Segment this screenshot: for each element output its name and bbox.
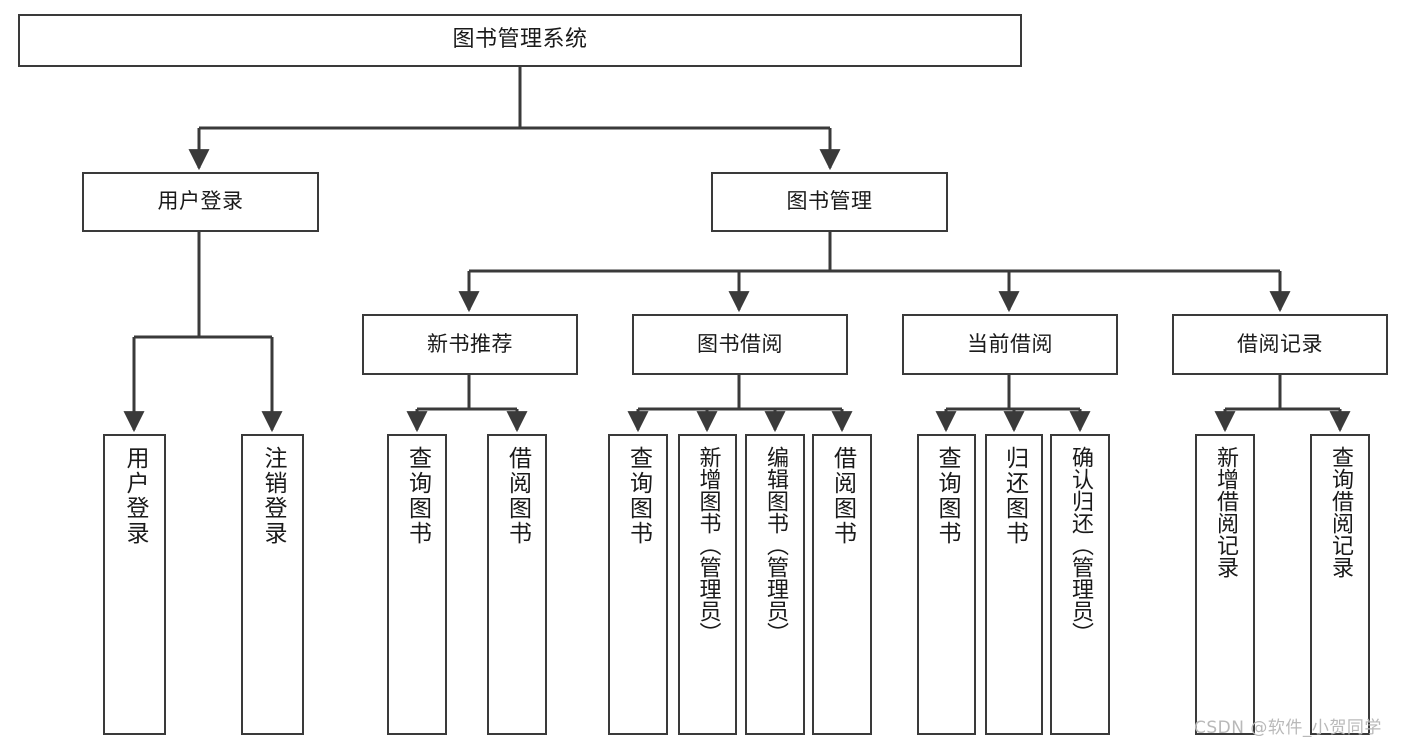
leaf-confirm-return-admin[interactable]: 确认归还（管理员）	[1050, 434, 1110, 735]
leaf-return-book-label: 归还图书	[1001, 446, 1028, 546]
node-root-label: 图书管理系统	[452, 27, 588, 53]
leaf-borrow-book[interactable]: 借阅图书	[812, 434, 872, 735]
node-borrow-record[interactable]: 借阅记录	[1172, 314, 1388, 375]
leaf-user-login[interactable]: 用户登录	[103, 434, 166, 735]
leaf-add-book-admin[interactable]: 新增图书（管理员）	[678, 434, 737, 735]
node-new-book-recommend-label: 新书推荐	[427, 331, 513, 356]
leaf-borrow-book-new-label: 借阅图书	[504, 446, 531, 546]
leaf-borrow-book-new[interactable]: 借阅图书	[487, 434, 547, 735]
leaf-query-book-new-label: 查询图书	[404, 446, 431, 546]
node-current-borrow-label: 当前借阅	[967, 331, 1053, 356]
leaf-query-book-borrow-label: 查询图书	[625, 446, 652, 546]
leaf-logout-label: 注销登录	[260, 446, 286, 546]
leaf-query-book-borrow[interactable]: 查询图书	[608, 434, 668, 735]
node-current-borrow[interactable]: 当前借阅	[902, 314, 1118, 375]
leaf-return-book[interactable]: 归还图书	[985, 434, 1043, 735]
node-user-login-label: 用户登录	[157, 189, 244, 214]
leaf-user-login-label: 用户登录	[122, 446, 148, 546]
leaf-add-book-admin-label: 新增图书（管理员）	[695, 446, 721, 644]
leaf-query-book-current-label: 查询图书	[934, 446, 960, 546]
leaf-add-borrow-record[interactable]: 新增借阅记录	[1195, 434, 1255, 735]
leaf-query-borrow-record-label: 查询借阅记录	[1328, 446, 1353, 578]
node-root[interactable]: 图书管理系统	[18, 14, 1022, 67]
leaf-borrow-book-label: 借阅图书	[829, 446, 856, 546]
node-user-login[interactable]: 用户登录	[82, 172, 319, 232]
leaf-logout[interactable]: 注销登录	[241, 434, 304, 735]
leaf-query-book-new[interactable]: 查询图书	[387, 434, 447, 735]
node-book-borrow[interactable]: 图书借阅	[632, 314, 848, 375]
node-borrow-record-label: 借阅记录	[1237, 331, 1323, 356]
leaf-query-borrow-record[interactable]: 查询借阅记录	[1310, 434, 1370, 735]
node-book-management-label: 图书管理	[786, 189, 873, 214]
leaf-confirm-return-admin-label: 确认归还（管理员）	[1068, 446, 1093, 644]
leaf-query-book-current[interactable]: 查询图书	[917, 434, 976, 735]
node-book-borrow-label: 图书借阅	[697, 331, 783, 356]
leaf-edit-book-admin-label: 编辑图书（管理员）	[763, 446, 788, 644]
node-book-management[interactable]: 图书管理	[711, 172, 948, 232]
leaf-edit-book-admin[interactable]: 编辑图书（管理员）	[745, 434, 805, 735]
watermark: CSDN @软件_小贺同学	[1194, 718, 1382, 738]
node-new-book-recommend[interactable]: 新书推荐	[362, 314, 578, 375]
leaf-add-borrow-record-label: 新增借阅记录	[1213, 446, 1238, 578]
